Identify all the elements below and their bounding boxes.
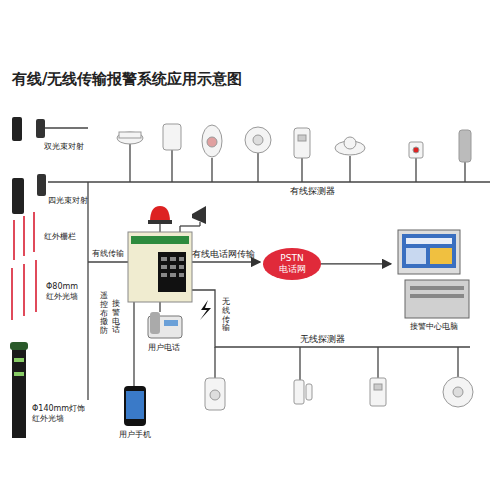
device-label: 双光束对射 (44, 142, 84, 152)
device-label: 有线探测器 (290, 186, 335, 197)
device-label: 四光束对射 (48, 196, 88, 206)
device-label: 用户电话 (148, 343, 180, 353)
device-label: 无线探测器 (300, 334, 345, 345)
vertical-label: 接警电话 (112, 300, 120, 335)
device-label: Φ140mm灯饰 红外光墙 (32, 404, 86, 423)
device-label: 红外栅栏 (44, 232, 76, 242)
device-label: Φ80mm 红外光墙 (46, 282, 84, 301)
phone (124, 312, 182, 426)
node-text: PSTN 电话网 (275, 253, 309, 275)
diagram-title: 有线/无线传输报警系统应用示意图 (12, 70, 242, 88)
vertical-label: 遥控布撤防 (100, 292, 108, 336)
wireless-symbol (200, 300, 211, 320)
node-text: 接警中心电脑 (392, 322, 476, 332)
beam-detectors (10, 117, 46, 438)
wired-detectors (117, 124, 471, 162)
wireless-detectors (205, 377, 473, 410)
vertical-label: 无线传输 (222, 298, 230, 333)
computer-node: 接警中心电脑 (392, 226, 476, 332)
device-label: 用户手机 (119, 430, 151, 440)
network-ellipse: PSTN 电话网 (263, 248, 321, 280)
computer (398, 230, 469, 318)
wire (45, 128, 490, 400)
device-label: 有线电话网传输 (192, 249, 255, 260)
device-label: 有线传输 (92, 249, 124, 259)
connector (321, 263, 391, 264)
